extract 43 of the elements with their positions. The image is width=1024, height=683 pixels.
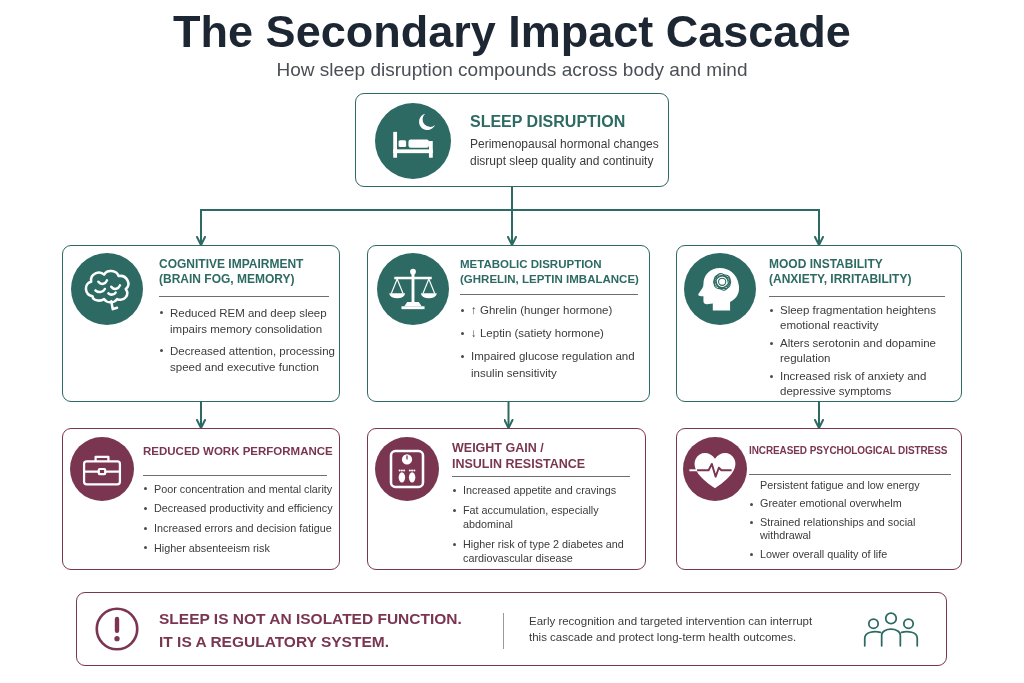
bullet-text: ↓ Leptin (satiety hormone) xyxy=(460,325,604,343)
bullet-text: Decreased attention, processing speed and executive function xyxy=(159,342,337,375)
outcome-card xyxy=(62,428,340,570)
bullet-text: Higher absenteeism risk xyxy=(143,540,270,555)
arrow xyxy=(511,186,824,246)
callout-heading: SLEEP IS NOT AN ISOLATED FUNCTION. IT IS A REGULATORY SYSTEM. xyxy=(159,609,463,652)
arrow xyxy=(196,401,206,429)
bullet-text: Sleep fragmentation heightens emotional reactivity xyxy=(769,302,953,333)
bullet-text: Alters serotonin and dopamine regulation xyxy=(769,335,953,366)
description-text: Perimenopausal hormonal changes disrupt sleep quality and continuity xyxy=(470,135,660,170)
summary-banner xyxy=(76,592,947,666)
bullet-text: Decreased productivity and efficiency xyxy=(143,501,333,516)
bullet-text: Persistent fatigue and low energy xyxy=(759,478,920,493)
subtitle: How sleep disruption compounds across body and mind xyxy=(276,59,748,81)
bullet-text: Higher risk of type 2 diabetes and cardiovascular disease xyxy=(452,537,638,565)
bullet-text: Increased risk of anxiety and depressive symptoms xyxy=(769,368,953,399)
bullet-text: Lower overall quality of life xyxy=(749,547,888,562)
bullet-text: Increased errors and decision fatigue xyxy=(143,521,332,536)
card-title: MOOD INSTABILITY (ANXIETY, IRRITABILITY) xyxy=(769,257,913,288)
arrow xyxy=(814,401,824,429)
page-title: The Secondary Impact Cascade xyxy=(173,6,851,58)
card-title: COGNITIVE IMPAIRMENT (BRAIN FOG, MEMORY) xyxy=(159,257,305,288)
bullet-text: Greater emotional overwhelm xyxy=(749,497,902,511)
card-title: SLEEP DISRUPTION xyxy=(470,112,626,132)
bullet-text: ↑ Ghrelin (hunger hormone) xyxy=(460,302,613,320)
card-title: WEIGHT GAIN / INSULIN RESISTANCE xyxy=(452,440,587,472)
arrow xyxy=(503,401,514,429)
bullet-text: Reduced REM and deep sleep impairs memory consolidation xyxy=(159,304,337,337)
card-title: METABOLIC DISRUPTION (GHRELIN, LEPTIN IMBALANCE) xyxy=(460,257,640,287)
effect-card xyxy=(367,245,650,402)
bullet-text: Fat accumulation, especially abdominal xyxy=(452,503,638,531)
bullet-text: Strained relationships and social withdrawal xyxy=(749,515,959,543)
bullet-text: Impaired glucose regulation and insulin sensitivity xyxy=(460,348,641,383)
outcome-card xyxy=(676,428,962,570)
callout-text: Early recognition and targeted intervention can interrupt this cascade and protect long-term health outcomes. xyxy=(529,614,814,645)
bullet-text: Poor concentration and mental clarity xyxy=(143,481,333,496)
effect-card xyxy=(62,245,340,402)
effect-card xyxy=(676,245,962,402)
source-card xyxy=(355,93,669,187)
card-title: REDUCED WORK PERFORMANCE xyxy=(143,444,333,459)
outcome-card xyxy=(367,428,646,570)
card-title: INCREASED PSYCHOLOGICAL DISTRESS xyxy=(749,445,948,458)
bullet-text: Increased appetite and cravings xyxy=(452,483,617,497)
